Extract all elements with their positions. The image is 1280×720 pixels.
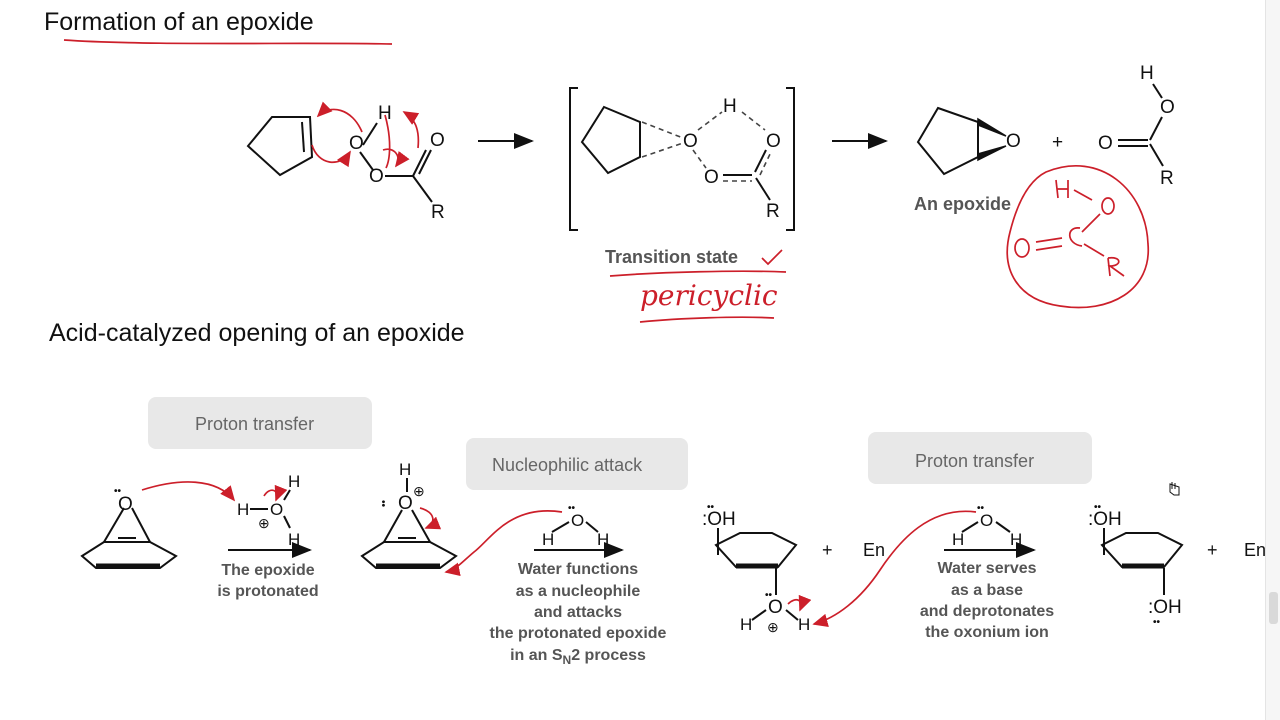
water-nucleophile: H O H ••: [542, 503, 609, 549]
checkmark-annotation: [761, 249, 783, 266]
atom-h: H: [1140, 63, 1154, 84]
step-pill-proton-transfer: Proton transfer: [148, 397, 372, 449]
hand-cursor-icon: [1169, 482, 1180, 496]
section1-title: Formation of an epoxide: [44, 8, 314, 36]
lone-pair: ••: [765, 590, 773, 601]
atom-h: H: [740, 615, 752, 634]
atom-h: H: [798, 615, 810, 634]
atom-o: O: [683, 131, 698, 152]
lone-pair: ••: [977, 503, 985, 514]
atom-h: H: [1010, 530, 1022, 549]
trans-diol-product: :OH •• :OH ••: [1088, 502, 1184, 628]
atom-o: O: [430, 130, 445, 151]
scrollbar-thumb[interactable]: [1269, 592, 1278, 624]
oh-group: :OH: [1148, 597, 1182, 618]
peracid-reactant: H O O O R: [349, 103, 445, 223]
svg-text:Proton transfer: Proton transfer: [915, 451, 1034, 471]
protonated-epoxide: H O ⊕ ••: [360, 460, 458, 569]
plus-sign: +: [822, 540, 833, 560]
atom-r: R: [1160, 168, 1174, 189]
atom-o: O: [980, 511, 993, 530]
oh-group: :OH: [1088, 509, 1122, 530]
atom-h: H: [237, 500, 249, 519]
plus-sign: +: [1052, 132, 1063, 153]
step2-description: as a nucleophile: [516, 583, 641, 600]
handwritten-pericyclic-note: pericyclic: [640, 279, 778, 312]
atom-h: H: [288, 472, 300, 491]
svg-text:Nucleophilic attack: Nucleophilic attack: [492, 455, 643, 475]
plus-sign: +: [1207, 540, 1218, 560]
atom-h: H: [399, 460, 411, 479]
epoxide-product: O: [916, 106, 1021, 176]
transition-state-structure: H O O O R: [569, 87, 795, 231]
step1-description: is protonated: [217, 583, 318, 600]
step3-description: and deprotonates: [920, 603, 1054, 620]
step2-description-sn2: in an SN2 process: [510, 647, 646, 667]
atom-o: O: [349, 133, 364, 154]
deprotonation-arrow-annotation: [812, 510, 977, 627]
atom-o: O: [369, 166, 384, 187]
svg-text:Proton transfer: Proton transfer: [195, 414, 314, 434]
atom-o: O: [398, 493, 413, 514]
vertical-scrollbar[interactable]: [1265, 0, 1280, 720]
atom-o: O: [1006, 131, 1021, 152]
atom-h: H: [723, 96, 737, 117]
atom-r: R: [431, 202, 445, 223]
step1-description: The epoxide: [221, 562, 314, 579]
atom-o: O: [766, 131, 781, 152]
proton-transfer-arrow-annotation: [141, 481, 236, 502]
positive-charge: ⊕: [413, 483, 425, 499]
cyclopentene-reactant: [246, 116, 314, 177]
step3-description: as a base: [951, 582, 1023, 599]
title-underline-annotation: [63, 39, 393, 45]
section2-title: Acid-catalyzed opening of an epoxide: [49, 319, 465, 347]
atom-h: H: [597, 530, 609, 549]
step2-description: and attacks: [534, 604, 622, 621]
lone-pair: ••: [1153, 617, 1161, 628]
step2-description: Water functions: [518, 561, 638, 578]
carboxylic-acid-product: H O O R: [1098, 63, 1175, 189]
atom-h: H: [378, 103, 392, 124]
lone-pair: ••: [707, 502, 715, 513]
atom-r: R: [766, 201, 780, 222]
positive-charge: ⊕: [258, 515, 270, 531]
step3-description: Water serves: [937, 560, 1036, 577]
oxonium-intermediate: :OH •• O •• H H ⊕: [702, 502, 812, 635]
epoxide-reactant: O ••: [80, 486, 178, 569]
lone-pair: ••: [114, 486, 122, 497]
atom-o: O: [1160, 97, 1175, 118]
lone-pair: ••: [377, 500, 388, 508]
step3-description: the oxonium ion: [925, 624, 1049, 641]
underline-annotation: [609, 270, 787, 277]
underline-annotation: [639, 316, 775, 323]
atom-o: O: [1098, 133, 1113, 154]
enantiomer-label: En: [1244, 540, 1266, 560]
enantiomer-label: En: [863, 540, 885, 560]
lone-pair: ••: [1094, 502, 1102, 513]
atom-o: O: [571, 511, 584, 530]
step-pill-proton-transfer-2: Proton transfer: [868, 432, 1092, 484]
lone-pair: ••: [568, 503, 576, 514]
atom-o: O: [118, 494, 133, 515]
atom-h: H: [542, 530, 554, 549]
epoxide-label: An epoxide: [914, 194, 1011, 214]
transition-state-label: Transition state: [605, 247, 738, 267]
atom-h: H: [952, 530, 964, 549]
handwritten-acid-annotation: [1006, 165, 1149, 309]
atom-o: O: [768, 597, 783, 618]
positive-charge: ⊕: [767, 619, 779, 635]
oh-group: :OH: [702, 509, 736, 530]
step-pill-nucleophilic-attack: Nucleophilic attack: [466, 438, 688, 490]
atom-h: H: [288, 530, 300, 549]
nucleophilic-attack-arrow-annotation: [444, 510, 563, 576]
atom-o: O: [270, 500, 283, 519]
hydronium-ion: H O H H ⊕: [237, 472, 300, 549]
step2-description: the protonated epoxide: [490, 625, 667, 642]
mechanism-arrows-annotation: [311, 101, 420, 169]
water-base: H O H ••: [952, 503, 1022, 549]
atom-o: O: [704, 167, 719, 188]
